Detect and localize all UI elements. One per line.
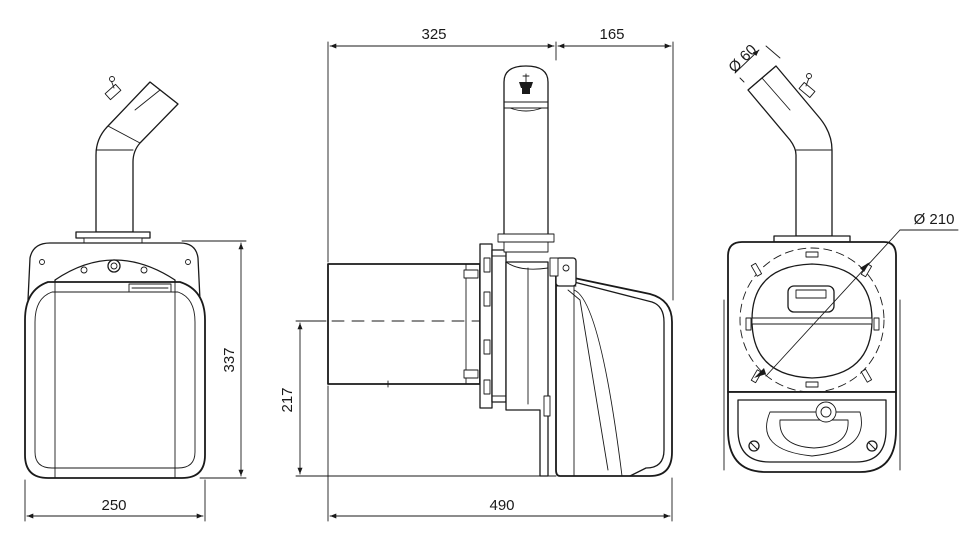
side-view-cover xyxy=(549,257,673,477)
rear-view-bolt-circle xyxy=(739,247,885,393)
dim-pipe-diameter-label: Ø 60 xyxy=(725,41,760,76)
side-view-pipe xyxy=(497,65,555,253)
front-view-pipe xyxy=(95,76,179,233)
side-view-fan-body xyxy=(505,261,549,477)
rear-view: Ø 60 Ø 210 xyxy=(723,41,959,473)
dim-front-length-label: 325 xyxy=(421,26,446,43)
front-view-bolt xyxy=(185,259,191,265)
dim-rear-length-label: 165 xyxy=(599,26,624,43)
rear-view-pipe: Ø 60 xyxy=(725,41,833,237)
dim-flange-diameter-label: Ø 210 xyxy=(914,211,955,228)
rear-view-mount-slots xyxy=(745,251,880,388)
dim-flange-diameter-line xyxy=(765,229,901,377)
front-view-screw xyxy=(140,266,148,274)
front-view: 337 250 xyxy=(24,76,247,522)
front-view-nozzle xyxy=(104,76,122,101)
side-view-flange xyxy=(479,243,507,409)
dim-height-label: 337 xyxy=(221,347,238,372)
front-view-flange-plate xyxy=(75,231,151,239)
front-view-flange-ring xyxy=(83,237,143,244)
front-view-sight-glass xyxy=(107,259,121,273)
dim-width-label: 250 xyxy=(101,497,126,514)
dim-total-length-label: 490 xyxy=(489,497,514,514)
side-view: 325 165 xyxy=(279,26,674,522)
dim-total-length: 490 xyxy=(327,385,673,522)
dim-width: 250 xyxy=(24,479,206,522)
front-view-screw xyxy=(80,266,88,274)
rear-view-fan-hub xyxy=(815,401,837,423)
dim-axis-height-label: 217 xyxy=(279,387,296,412)
dim-top: 325 165 xyxy=(327,26,674,301)
dim-axis-height: 217 xyxy=(279,320,557,477)
front-view-bolt xyxy=(39,259,45,265)
front-view-housing xyxy=(24,281,206,479)
rear-view-fan-motor xyxy=(787,285,835,313)
side-view-burner-tube xyxy=(327,263,481,385)
dim-height: 337 xyxy=(181,240,247,479)
